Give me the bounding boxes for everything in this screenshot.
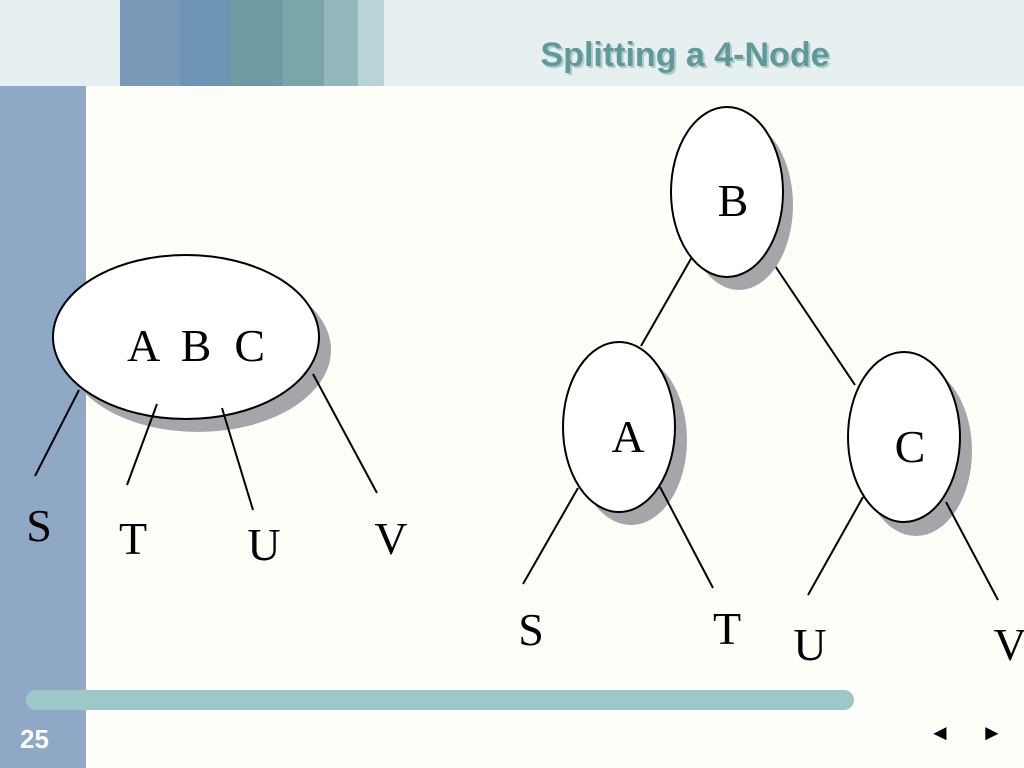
four-node-tree: A B C S T U V (26, 254, 408, 570)
edge (640, 249, 697, 347)
header-stripe (120, 0, 180, 86)
child-label: U (793, 619, 826, 670)
root-node (670, 106, 784, 278)
child-label: U (247, 519, 280, 570)
bottom-bar (26, 690, 854, 710)
edge (126, 403, 158, 486)
header-stripe (180, 0, 230, 86)
edge (522, 487, 579, 585)
next-slide-icon[interactable]: ► (981, 720, 1003, 745)
edge (945, 501, 999, 601)
split-tree: B A C S T U V (518, 106, 1024, 670)
header-stripe (230, 0, 282, 86)
child-label: S (518, 604, 544, 655)
slide-title: Splitting a 4-Node (540, 36, 830, 74)
child-label: V (993, 619, 1024, 670)
header-stripe (358, 0, 384, 86)
edge (659, 486, 714, 589)
edge (312, 373, 378, 494)
edge (807, 496, 864, 596)
right-node (847, 351, 961, 523)
left-node (562, 341, 676, 513)
header-stripe (324, 0, 358, 86)
slide-number: 25 (20, 724, 49, 754)
edge (766, 253, 856, 386)
root-label: B (718, 175, 749, 226)
edge (221, 407, 254, 511)
child-label: V (374, 513, 407, 564)
header-stripe (282, 0, 324, 86)
child-label: S (26, 500, 52, 551)
child-label: T (713, 603, 741, 654)
four-node (52, 254, 320, 420)
sidebar (0, 0, 86, 768)
left-label: A (611, 411, 644, 462)
prev-slide-icon[interactable]: ◄ (929, 720, 951, 745)
right-label: C (895, 421, 926, 472)
four-node-label: A B C (127, 320, 265, 371)
edge (34, 389, 80, 477)
child-label: T (119, 513, 147, 564)
